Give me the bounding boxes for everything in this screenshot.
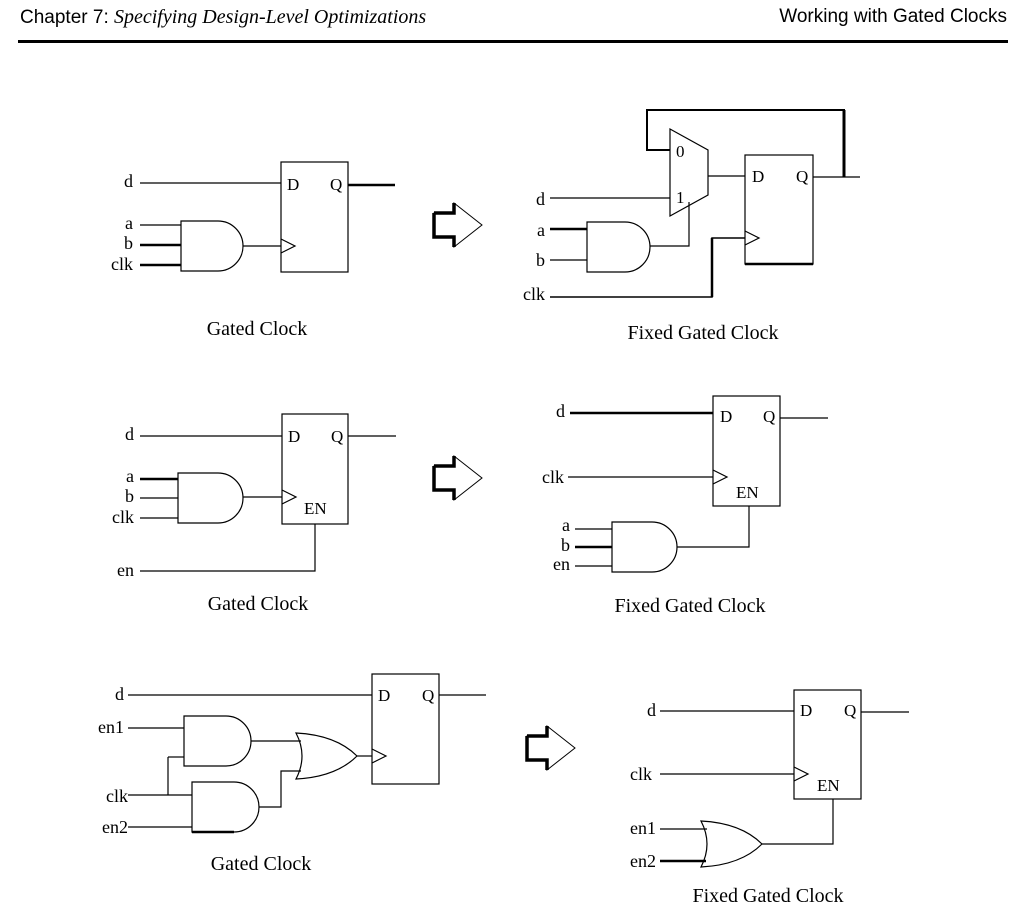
input-label: d bbox=[536, 189, 545, 209]
input-label: b bbox=[124, 233, 133, 253]
mux bbox=[669, 127, 709, 218]
clock-pin-icon bbox=[280, 238, 297, 254]
diagram1-gated-clock bbox=[140, 161, 395, 273]
input-label: b bbox=[536, 250, 545, 270]
caption: Gated Clock bbox=[208, 593, 309, 615]
input-label: en2 bbox=[102, 817, 128, 837]
header-rule bbox=[18, 40, 1008, 43]
caption: Fixed Gated Clock bbox=[614, 595, 765, 617]
diagram3-left-labels: d en1 clk en2 D Q Gated Clock bbox=[98, 684, 434, 875]
pin-q: Q bbox=[422, 686, 434, 705]
page-header: Chapter 7: Specifying Design-Level Optim… bbox=[0, 0, 1015, 46]
input-label: b bbox=[561, 535, 570, 555]
and-gate-top bbox=[183, 715, 252, 767]
mux-pin-0: 0 bbox=[676, 142, 685, 161]
diagram1-left-labels: d a b clk D Q Gated Clock bbox=[111, 171, 342, 340]
transform-arrow-icon bbox=[432, 454, 484, 502]
wire-en bbox=[140, 524, 316, 572]
and-gate bbox=[177, 472, 244, 524]
or-gate bbox=[699, 820, 763, 868]
input-label: d bbox=[124, 171, 133, 191]
diagram2-gated-clock bbox=[140, 413, 396, 572]
input-label: a bbox=[562, 515, 570, 535]
and-gate-bottom bbox=[191, 781, 260, 833]
clock-pin-icon bbox=[281, 489, 298, 505]
input-label: clk bbox=[112, 507, 134, 527]
chapter-heading: Chapter 7: Specifying Design-Level Optim… bbox=[20, 6, 426, 29]
input-label: clk bbox=[111, 254, 133, 274]
input-label: a bbox=[125, 213, 133, 233]
caption: Gated Clock bbox=[211, 853, 312, 875]
pin-d: D bbox=[288, 427, 300, 446]
pin-q: Q bbox=[844, 701, 856, 720]
input-label: en1 bbox=[98, 717, 124, 737]
caption: Gated Clock bbox=[207, 318, 308, 340]
pin-q: Q bbox=[331, 427, 343, 446]
input-label: en2 bbox=[630, 851, 656, 871]
input-label: en1 bbox=[630, 818, 656, 838]
input-label: d bbox=[125, 424, 134, 444]
diagram3-fixed-gated-clock bbox=[660, 689, 909, 868]
pin-d: D bbox=[720, 407, 732, 426]
and-gate bbox=[180, 220, 244, 272]
input-label: en bbox=[553, 554, 570, 574]
and-gate bbox=[586, 221, 651, 273]
wire-enable bbox=[762, 799, 834, 845]
diagram2-right-labels: d clk a b en D Q EN Fixed Gated Clock bbox=[542, 401, 775, 617]
and-gate bbox=[611, 521, 678, 573]
input-label: d bbox=[115, 684, 124, 704]
caption: Fixed Gated Clock bbox=[692, 885, 843, 907]
pin-d: D bbox=[378, 686, 390, 705]
transform-arrow-icon bbox=[525, 724, 577, 772]
input-label: a bbox=[537, 220, 545, 240]
mux-pin-1: 1 bbox=[676, 188, 685, 207]
diagram2-fixed-gated-clock bbox=[568, 395, 828, 573]
input-label: clk bbox=[106, 786, 128, 806]
diagram3-right-labels: d clk en1 en2 D Q EN Fixed Gated Clock bbox=[630, 700, 856, 907]
pin-en: EN bbox=[817, 776, 840, 795]
or-gate bbox=[294, 732, 358, 780]
wire-clk bbox=[550, 237, 745, 298]
clock-pin-icon bbox=[712, 469, 729, 485]
input-label: d bbox=[556, 401, 565, 421]
flip-flop bbox=[712, 395, 781, 507]
wire-mux-select bbox=[650, 202, 690, 247]
pin-q: Q bbox=[796, 167, 808, 186]
flip-flop bbox=[371, 673, 440, 785]
transform-arrow-icon bbox=[432, 201, 484, 249]
clock-pin-icon bbox=[744, 230, 761, 246]
pin-q: Q bbox=[763, 407, 775, 426]
clock-pin-icon bbox=[793, 766, 810, 782]
diagram1-fixed-gated-clock bbox=[550, 109, 860, 298]
input-label: b bbox=[125, 486, 134, 506]
pin-d: D bbox=[287, 175, 299, 194]
wire-enable bbox=[677, 506, 750, 548]
wire-and2-out bbox=[259, 770, 301, 808]
input-label: clk bbox=[630, 764, 652, 784]
diagram3-gated-clock bbox=[128, 673, 486, 834]
input-label: d bbox=[647, 700, 656, 720]
input-label: en bbox=[117, 560, 134, 580]
diagram2-left-labels: d a b clk en D Q EN Gated Clock bbox=[112, 424, 343, 615]
pin-en: EN bbox=[736, 483, 759, 502]
chapter-label: Chapter 7: bbox=[20, 7, 114, 28]
section-title: Working with Gated Clocks bbox=[779, 6, 1007, 27]
flip-flop bbox=[280, 161, 349, 273]
clock-pin-icon bbox=[371, 748, 388, 764]
input-label: clk bbox=[542, 467, 564, 487]
pin-q: Q bbox=[330, 175, 342, 194]
input-label: a bbox=[126, 466, 134, 486]
pin-en: EN bbox=[304, 499, 327, 518]
pin-d: D bbox=[752, 167, 764, 186]
caption: Fixed Gated Clock bbox=[627, 322, 778, 344]
flip-flop bbox=[793, 689, 862, 800]
chapter-title: Specifying Design-Level Optimizations bbox=[114, 6, 427, 28]
pin-d: D bbox=[800, 701, 812, 720]
input-label: clk bbox=[523, 284, 545, 304]
diagram1-right-labels: d a b clk 0 1 D Q Fixed Gated Clock bbox=[523, 142, 808, 344]
